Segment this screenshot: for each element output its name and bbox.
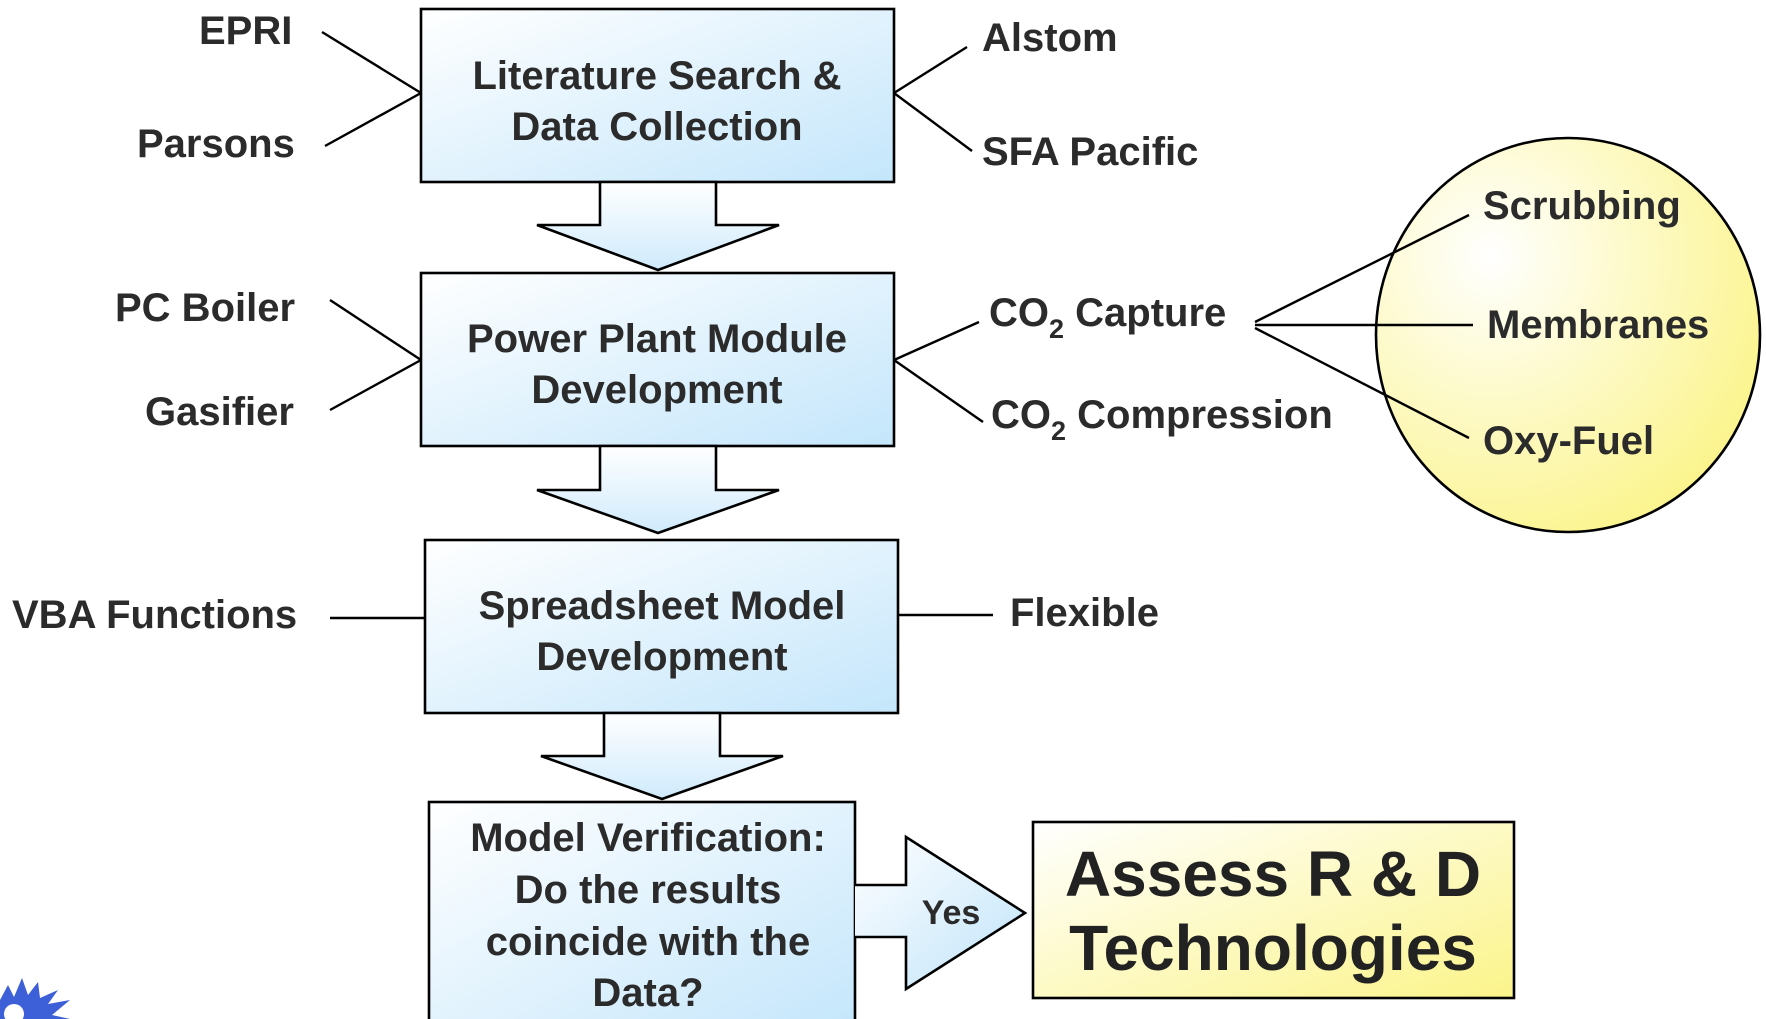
literature-line2: Data Collection (511, 105, 802, 149)
verification-line3: coincide with the (486, 920, 810, 964)
verification-line4: Data? (592, 971, 703, 1015)
assess-rd-box (1031, 820, 1516, 1000)
flow-arrow-3 (540, 711, 784, 801)
power-plant-line1: Power Plant Module (467, 317, 847, 361)
power-plant-line2: Development (531, 368, 782, 412)
connector-sfa (893, 92, 973, 152)
yes-arrow (855, 834, 1028, 992)
verification-line2: Do the results (515, 868, 782, 912)
source-sfa-pacific: SFA Pacific (982, 130, 1198, 174)
power-plant-module-box (419, 271, 896, 448)
literature-line1: Literature Search & (472, 54, 841, 98)
logo-icon (0, 978, 70, 1019)
flow-arrow-2 (536, 444, 780, 535)
assess-line2: Technologies (1069, 912, 1477, 984)
option-scrubbing: Scrubbing (1483, 184, 1681, 228)
option-oxy-fuel: Oxy-Fuel (1483, 419, 1654, 463)
connector-co2-compression (893, 359, 984, 423)
assess-line1: Assess R & D (1065, 838, 1481, 910)
source-alstom: Alstom (982, 16, 1118, 60)
connector-alstom (893, 45, 968, 95)
connector-oxy-fuel (1254, 326, 1470, 440)
spreadsheet-vba-functions: VBA Functions (12, 593, 297, 637)
spreadsheet-model-box (423, 538, 900, 715)
capture-options-circle (1374, 136, 1762, 534)
spreadsheet-line2: Development (536, 635, 787, 679)
flow-arrow-1 (536, 180, 780, 272)
model-verification-box (427, 800, 857, 1019)
spreadsheet-flexible: Flexible (1010, 591, 1159, 635)
connector-scrubbing (1254, 213, 1470, 324)
connector-epri (321, 30, 422, 95)
plant-pc-boiler: PC Boiler (115, 286, 295, 330)
co2-compression-label: CO2 Compression (991, 393, 1333, 446)
verification-line1: Model Verification: (470, 816, 826, 860)
connector-co2-capture (893, 320, 980, 362)
source-parsons: Parsons (137, 122, 295, 166)
source-epri: EPRI (199, 9, 292, 53)
connector-pc-boiler (329, 298, 422, 362)
literature-search-box (419, 7, 896, 184)
connector-gasifier (329, 358, 422, 412)
connector-parsons (324, 91, 422, 148)
option-membranes: Membranes (1487, 303, 1709, 347)
co2-capture-label: CO2 Capture (989, 291, 1226, 344)
plant-gasifier: Gasifier (145, 390, 294, 434)
spreadsheet-line1: Spreadsheet Model (479, 584, 846, 628)
yes-label: Yes (922, 894, 981, 932)
